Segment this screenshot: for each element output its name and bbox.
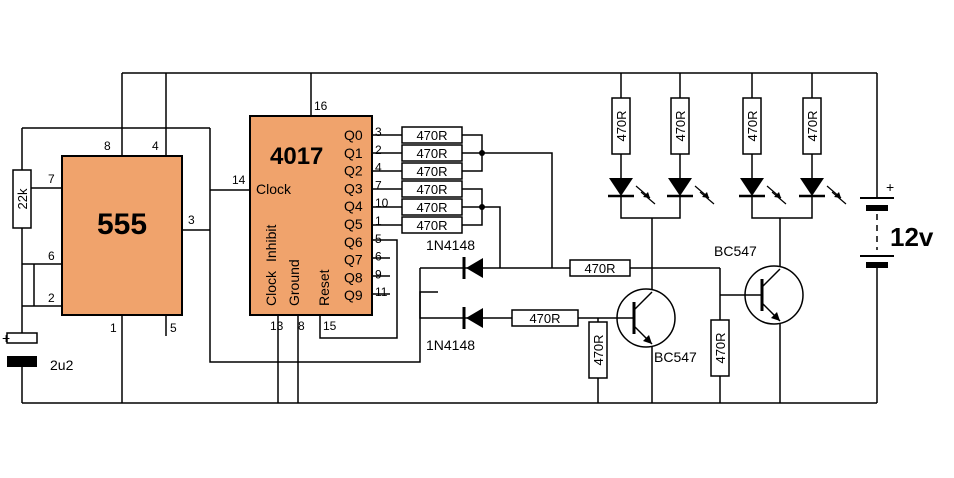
output-label: Q2 [344, 163, 363, 179]
resistor-label: 470R [614, 110, 629, 141]
resistor-body [401, 180, 463, 198]
resistor-label: 470R [745, 110, 760, 141]
resistor-label: 470R [416, 128, 447, 143]
resistor-label: 470R [416, 146, 447, 161]
ground-label: Ground [286, 259, 302, 306]
resistor-body [401, 162, 463, 180]
capacitor-polarity: + [2, 330, 10, 346]
diode-label: 1N4148 [426, 237, 475, 253]
output-pin-number: 6 [375, 250, 382, 264]
transistor-left: BC547 [615, 288, 697, 365]
resistor-label: 470R [713, 332, 728, 363]
output-pin-number: 2 [375, 143, 382, 157]
output-pin-number: 3 [375, 125, 382, 139]
output-label: Q3 [344, 180, 363, 196]
ic-4017-label: 4017 [270, 143, 323, 170]
pin-label: 8 [298, 319, 305, 333]
reset-label: Reset [316, 269, 332, 306]
output-label: Q8 [344, 269, 363, 285]
pin-label: 5 [170, 321, 177, 335]
pin-label: 3 [188, 213, 195, 227]
pin-label: 14 [232, 173, 246, 187]
output-label: Q1 [344, 145, 363, 161]
transistor-label: BC547 [714, 243, 757, 259]
resistor-label: 470R [673, 110, 688, 141]
diode-label: 1N4148 [426, 337, 475, 353]
pin-label: 16 [314, 99, 328, 113]
resistor-470r-pulldown-right: 470R [710, 319, 730, 377]
output-pin-number: 10 [375, 196, 389, 210]
output-label: Q4 [344, 198, 363, 214]
pin-label: 1 [110, 321, 117, 335]
resistor-label: 470R [416, 218, 447, 233]
battery-12v: + 12v [860, 179, 934, 268]
resistor-body [401, 126, 463, 144]
battery-polarity: + [886, 179, 894, 195]
output-label: Q9 [344, 287, 363, 303]
diode-top: 1N4148 [426, 237, 483, 279]
resistor-label: 470R [416, 164, 447, 179]
inhibit-label: Inhibit [263, 225, 279, 262]
resistor-body [401, 216, 463, 234]
output-resistor-bank: 470R 470R 470R 470R 470R 470R [401, 126, 463, 234]
output-label: Q7 [344, 252, 363, 268]
resistor-label: 22k [15, 188, 30, 209]
resistor-label: 470R [416, 200, 447, 215]
ic-4017: 4017 Clock Clock Inhibit Ground Reset Q0… [232, 99, 389, 333]
resistor-470r-pulldown-left: 470R [588, 321, 608, 379]
resistor-470r-base-right: 470R [569, 259, 631, 277]
resistor-label: 470R [591, 334, 606, 365]
output-pin-number: 5 [375, 232, 382, 246]
output-pin-number: 7 [375, 178, 382, 192]
transistor-label: BC547 [654, 349, 697, 365]
led-icon [608, 178, 656, 205]
pin-label: 7 [48, 172, 55, 186]
clock-input-label: Clock [256, 181, 292, 197]
pin-label: 13 [270, 319, 284, 333]
pin-label: 8 [104, 139, 111, 153]
ic-555-label: 555 [97, 208, 147, 241]
led-icon [667, 178, 715, 205]
resistor-body [401, 198, 463, 216]
ic-555: 555 8 4 7 6 2 3 1 5 [48, 139, 195, 335]
resistor-22k: 22k [12, 169, 32, 229]
transistor-right: BC547 [714, 243, 804, 325]
output-pin-numbers: 3 2 4 7 10 1 5 6 9 11 [375, 125, 389, 299]
output-label: Q5 [344, 216, 363, 232]
pin-label: 2 [48, 291, 55, 305]
junction-dots [479, 150, 485, 210]
pin-label: 6 [48, 249, 55, 263]
leds [608, 178, 847, 205]
output-pin-number: 9 [375, 267, 382, 281]
output-pin-number: 1 [375, 214, 382, 228]
resistor-label: 470R [416, 182, 447, 197]
resistor-label: 470R [529, 311, 560, 326]
resistor-body [401, 144, 463, 162]
output-label: Q6 [344, 234, 363, 250]
output-pin-number: 4 [375, 161, 382, 175]
capacitor-value: 2u2 [50, 357, 74, 373]
led-icon [739, 178, 787, 205]
resistor-470r-base-left: 470R [511, 309, 579, 327]
resistor-label: 470R [805, 110, 820, 141]
capacitor-2u2: + 2u2 [2, 330, 74, 373]
pin-label: 15 [323, 319, 337, 333]
pin-label: 4 [152, 139, 159, 153]
battery-voltage: 12v [890, 222, 934, 252]
led-icon [799, 178, 847, 205]
resistor-label: 470R [584, 261, 615, 276]
diode-bottom: 1N4148 [426, 307, 483, 353]
clock-vertical-label: Clock [263, 270, 279, 306]
led-resistors: 470R 470R 470R 470R [611, 97, 822, 155]
output-pin-number: 11 [375, 285, 388, 299]
output-label: Q0 [344, 127, 363, 143]
